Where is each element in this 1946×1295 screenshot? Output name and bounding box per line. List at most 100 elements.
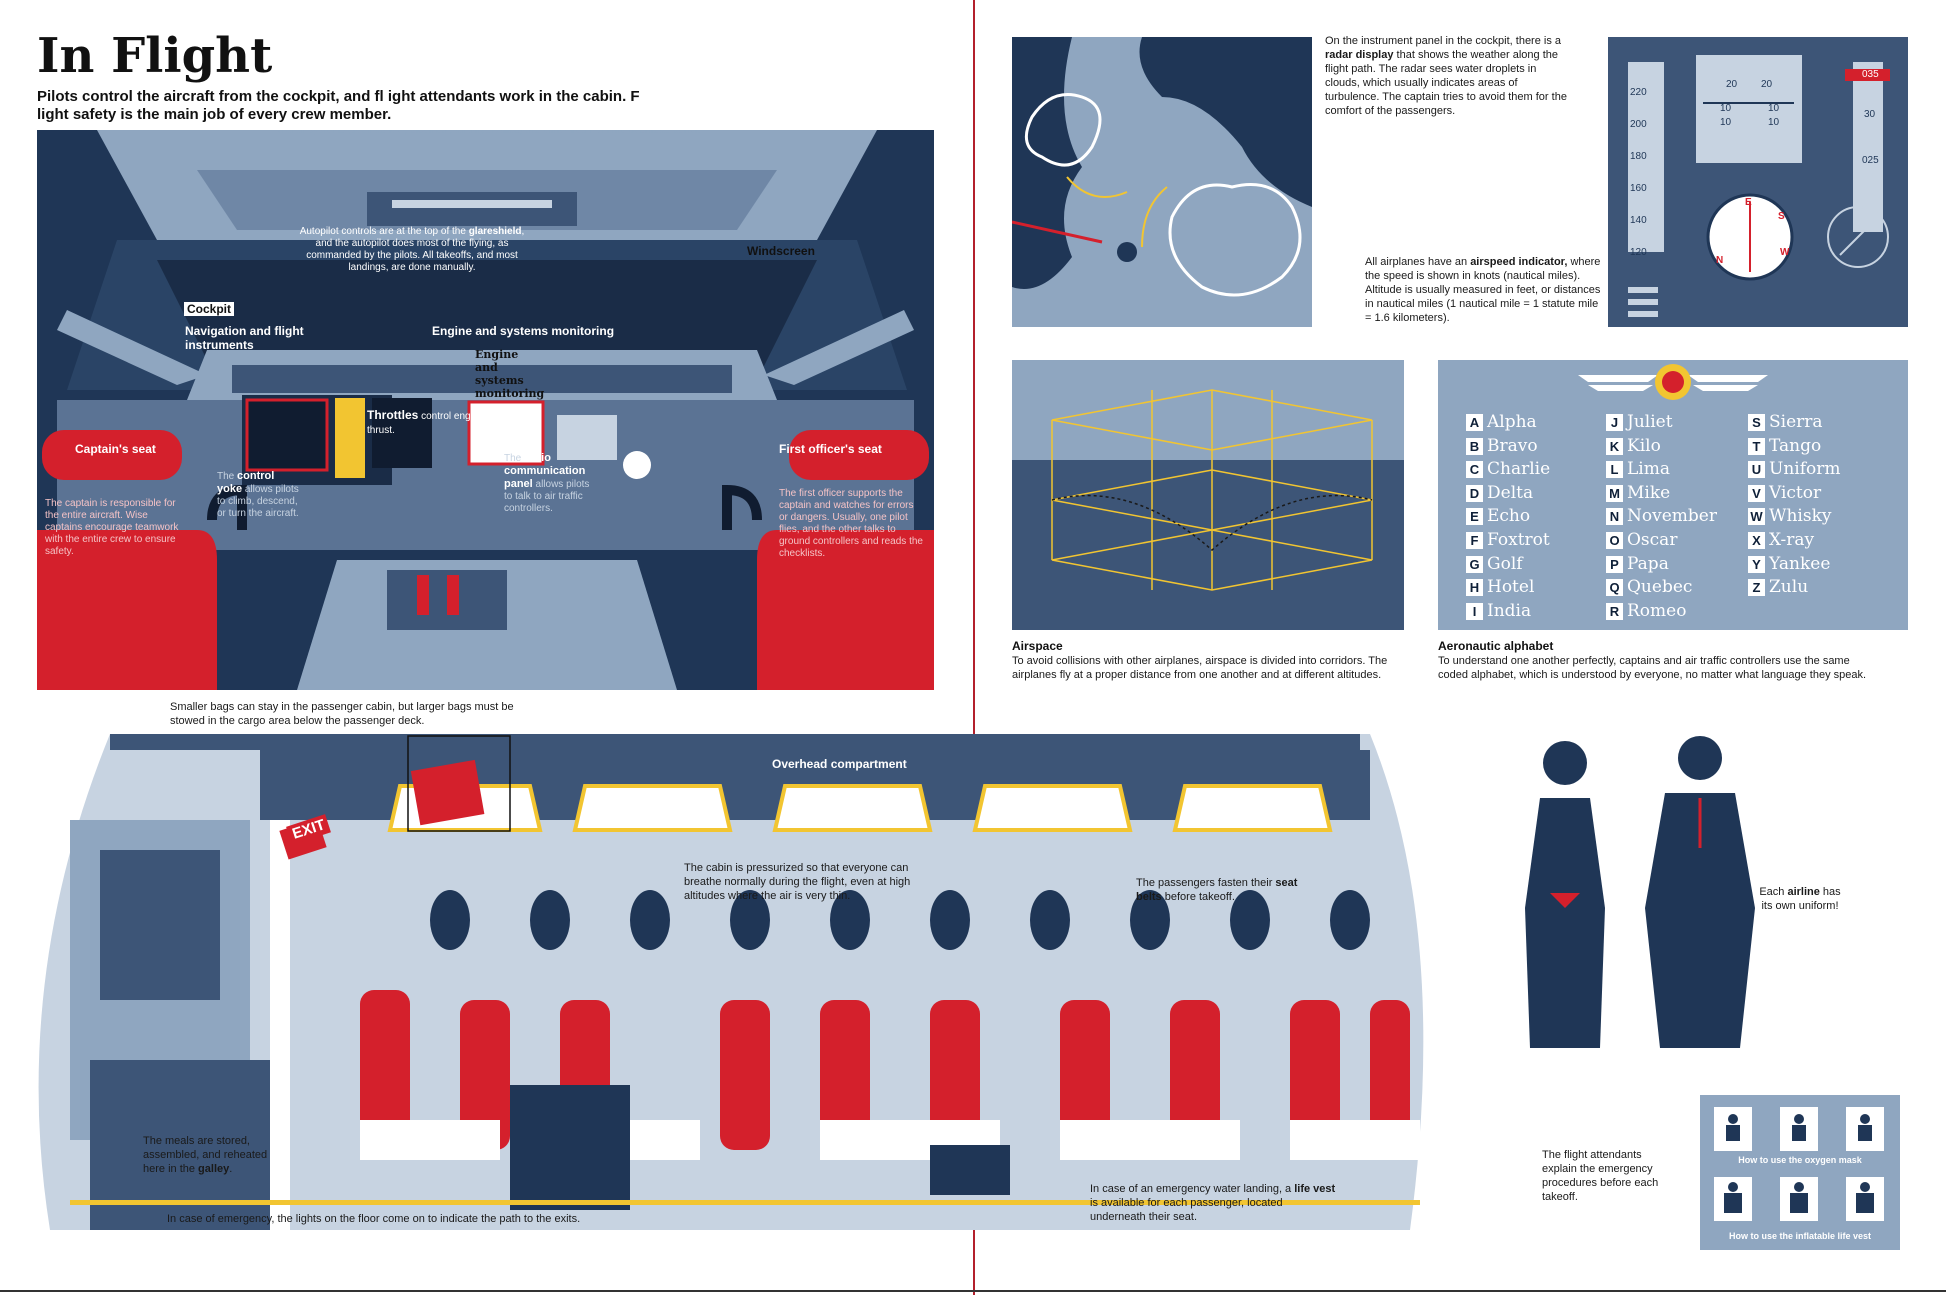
first-officer-note: The first officer supports the captain a… xyxy=(779,488,923,559)
alphabet-codeword: Zulu xyxy=(1769,577,1809,598)
airspace-drawing xyxy=(1012,360,1404,591)
alphabet-codeword: X-ray xyxy=(1769,530,1815,550)
radar-note-bold: radar display xyxy=(1325,49,1394,61)
alphabet-letter: J xyxy=(1606,414,1623,431)
alphabet-codeword: Alpha xyxy=(1487,412,1537,432)
throttles-note-bold: Throttles xyxy=(367,408,419,422)
airspeed-indicator-panel: 220 200 180 160 140 120 20 20 10 10 10 1… xyxy=(1608,37,1908,327)
speed-tick: 160 xyxy=(1630,183,1647,194)
galley-note-pre: The meals are stored, assembled, and reh… xyxy=(143,1135,268,1175)
cabin-illustration: EXIT xyxy=(30,730,1450,1235)
cockpit-label: Cockpit xyxy=(184,302,235,316)
speed-tick: 140 xyxy=(1630,215,1647,226)
alphabet-codeword: November xyxy=(1627,506,1717,527)
radar-note-post: that shows the weather along the flight … xyxy=(1325,49,1567,117)
alphabet-text: To understand one another perfectly, cap… xyxy=(1438,655,1867,681)
lifevest-step-1-icon xyxy=(1714,1177,1752,1221)
alphabet-codeword: Quebec xyxy=(1627,577,1693,598)
alphabet-letter: A xyxy=(1466,414,1483,431)
uniform-note-post: has its own uniform! xyxy=(1761,886,1841,912)
oxygen-step-3-icon xyxy=(1846,1107,1884,1151)
uniform-note-bold: airline xyxy=(1787,886,1820,898)
cabin-drawing xyxy=(38,734,1424,1235)
floor-lights-note: In case of emergency, the lights on the … xyxy=(167,1213,581,1225)
alphabet-letter: U xyxy=(1748,461,1765,479)
life-vest-note-post: is available for each passenger, located… xyxy=(1090,1197,1283,1223)
alphabet-codeword: Hotel xyxy=(1487,577,1535,598)
airspace-text: To avoid collisions with other airplanes… xyxy=(1012,655,1388,681)
alphabet-letter: H xyxy=(1466,579,1483,597)
attitude-mark: 10 xyxy=(1720,103,1732,114)
cockpit-drawing xyxy=(37,130,934,690)
uniform-note-pre: Each xyxy=(1759,886,1788,898)
life-vest-note-bold: life vest xyxy=(1294,1183,1336,1195)
alphabet-letter: G xyxy=(1466,555,1483,573)
overhead-compartment-label: Overhead compartment xyxy=(772,757,907,771)
autopilot-note-post: , and the autopilot does most of the fly… xyxy=(306,226,525,273)
attitude-mark: 20 xyxy=(1726,79,1738,90)
speed-tape-ticks: 220 200 180 160 140 120 xyxy=(1630,77,1662,269)
overhead-panel-note: Aircraft systems (such as fuel, electric… xyxy=(273,130,701,136)
lifevest-step-2-icon xyxy=(1780,1177,1818,1221)
speed-tick: 200 xyxy=(1630,119,1647,130)
alphabet-letter: I xyxy=(1466,602,1483,620)
alphabet-letter: R xyxy=(1606,602,1623,620)
alphabet-codeword: Whisky xyxy=(1769,506,1832,527)
airspace-title: Airspace xyxy=(1012,639,1063,653)
alphabet-letter: X xyxy=(1748,532,1765,549)
attitude-mark: 10 xyxy=(1768,117,1780,128)
alphabet-codeword: Oscar xyxy=(1627,530,1678,550)
alphabet-letter: O xyxy=(1606,532,1623,549)
airspeed-drawing xyxy=(1628,55,1890,317)
autopilot-note-bold: glareshield xyxy=(468,226,522,237)
alphabet-letter: N xyxy=(1606,508,1623,526)
alphabet-codeword: Tango xyxy=(1769,435,1822,456)
alphabet-letter: P xyxy=(1606,555,1623,573)
alphabet-codeword: Bravo xyxy=(1487,435,1538,456)
pressure-note: The cabin is pressurized so that everyon… xyxy=(684,862,911,902)
cockpit-illustration: Aircraft systems (such as fuel, electric… xyxy=(37,130,934,690)
safety-note: The flight attendants explain the emerge… xyxy=(1542,1149,1659,1203)
alphabet-letter: L xyxy=(1606,461,1623,479)
alphabet-letter: V xyxy=(1748,484,1765,502)
alphabet-letter: Z xyxy=(1748,579,1765,597)
alphabet-letter: B xyxy=(1466,437,1483,455)
page-bottom-line xyxy=(0,1290,1946,1292)
altitude-tick: 025 xyxy=(1862,155,1879,166)
alphabet-codeword: Golf xyxy=(1487,553,1523,574)
crew-uniforms-drawing xyxy=(1525,736,1755,1048)
compass-south: S xyxy=(1778,211,1785,222)
page-title: In Flight xyxy=(37,28,273,84)
alphabet-codeword: India xyxy=(1487,600,1532,621)
engine-monitoring-label: Engine and systems monitoring xyxy=(432,324,615,338)
seatbelt-note-pre: The passengers fasten their xyxy=(1136,877,1276,889)
life-vest-caption: How to use the inflatable life vest xyxy=(1728,1231,1872,1241)
crew-uniforms-illustration xyxy=(1510,728,1780,1068)
windscreen-label: Windscreen xyxy=(747,244,815,258)
alphabet-codeword: Echo xyxy=(1487,506,1531,527)
alphabet-letter: E xyxy=(1466,508,1483,526)
alphabet-codeword: Yankee xyxy=(1769,553,1831,574)
speed-tick: 220 xyxy=(1630,87,1647,98)
radar-display-illustration xyxy=(1012,37,1312,327)
airspeed-note-bold: airspeed indicator, xyxy=(1470,256,1568,268)
oxygen-mask-caption: How to use the oxygen mask xyxy=(1738,1155,1862,1165)
attitude-mark: 10 xyxy=(1720,117,1732,128)
alphabet-codeword: Kilo xyxy=(1627,435,1661,456)
radar-drawing xyxy=(1012,37,1312,297)
bags-note: Smaller bags can stay in the passenger c… xyxy=(170,701,514,727)
